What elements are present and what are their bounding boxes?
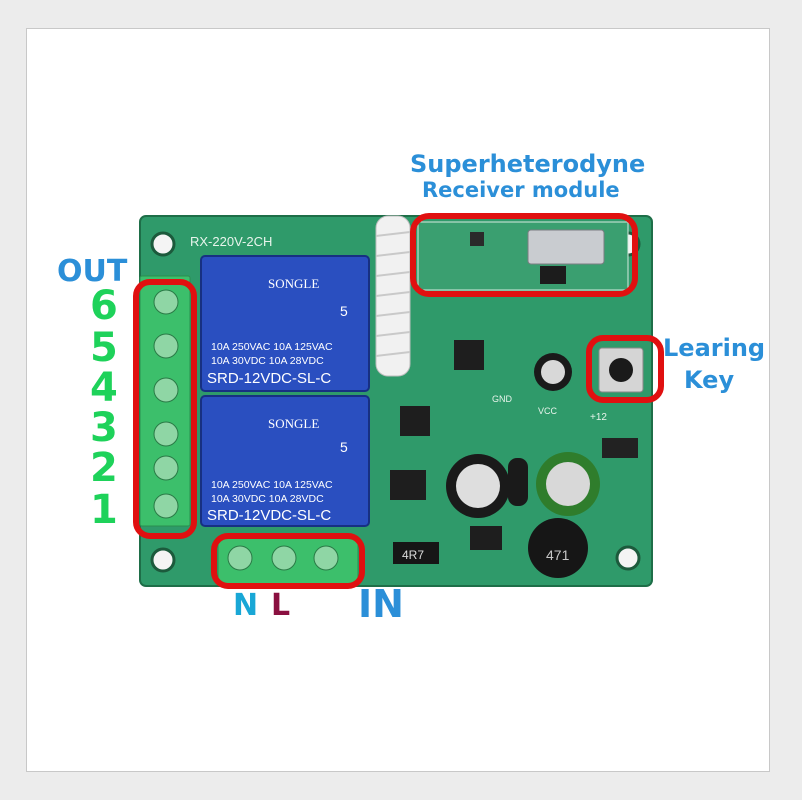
relay-2-brand: SONGLE bbox=[268, 416, 319, 431]
mounting-hole bbox=[150, 231, 176, 257]
ic-chip bbox=[390, 470, 426, 500]
input-l-label: L bbox=[271, 588, 291, 623]
capacitor-top bbox=[546, 462, 590, 506]
relay-2: SONGLE 5 10A 250VAC 10A 125VAC 10A 30VDC… bbox=[200, 395, 370, 527]
highlight-learn-key bbox=[586, 335, 664, 403]
highlight-outputs bbox=[133, 279, 197, 539]
smd-component bbox=[470, 232, 484, 246]
terminal-n bbox=[227, 545, 253, 571]
learn-button[interactable] bbox=[609, 358, 633, 382]
smd-chip bbox=[540, 266, 566, 284]
relay-1-rating2: 10A 30VDC 10A 28VDC bbox=[211, 355, 324, 367]
relay-2-num: 5 bbox=[340, 439, 348, 455]
input-label: IN bbox=[358, 582, 404, 626]
pin-label: 2 bbox=[90, 445, 118, 491]
output-terminals bbox=[153, 289, 179, 519]
mounting-hole bbox=[615, 545, 641, 571]
out-label: OUT bbox=[57, 254, 128, 289]
capacitor-top bbox=[456, 464, 500, 508]
resistor bbox=[393, 542, 439, 564]
silkscreen-model: RX-220V-2CH bbox=[190, 234, 272, 249]
vcc-label: VCC bbox=[538, 406, 558, 416]
ic-chip bbox=[470, 526, 502, 550]
inductor bbox=[528, 518, 588, 578]
learning-key-label-line1: Learing bbox=[663, 334, 766, 362]
relay-1-model: SRD-12VDC-SL-C bbox=[207, 370, 331, 387]
terminal-l bbox=[271, 545, 297, 571]
highlight-receiver-module bbox=[410, 213, 638, 297]
relay-1-brand: SONGLE bbox=[268, 276, 319, 291]
module-title-line2: Receiver module bbox=[422, 178, 620, 202]
capacitor-small bbox=[508, 458, 528, 506]
relay-2-rating2: 10A 30VDC 10A 28VDC bbox=[211, 493, 324, 505]
smd-diode bbox=[602, 438, 638, 458]
relay-1-num: 5 bbox=[340, 303, 348, 319]
ic-chip bbox=[400, 406, 430, 436]
pin-label: 3 bbox=[90, 405, 118, 451]
relay-2-rating1: 10A 250VAC 10A 125VAC bbox=[211, 479, 333, 491]
inductor-label: 471 bbox=[546, 547, 570, 563]
crystal-oscillator bbox=[527, 229, 605, 265]
terminal-3 bbox=[313, 545, 339, 571]
input-n-label: N bbox=[233, 588, 259, 623]
pin-label: 1 bbox=[90, 487, 118, 533]
capacitor-top bbox=[541, 360, 565, 384]
antenna-coil bbox=[375, 215, 411, 377]
pin-label: 4 bbox=[90, 365, 118, 411]
ic-chip bbox=[454, 340, 484, 370]
pin-label: 5 bbox=[90, 325, 118, 371]
pin-label: 6 bbox=[90, 283, 118, 329]
learning-key-label-line2: Key bbox=[684, 366, 735, 394]
relay-1-rating1: 10A 250VAC 10A 125VAC bbox=[211, 341, 333, 353]
relay-1: SONGLE 5 10A 250VAC 10A 125VAC 10A 30VDC… bbox=[200, 255, 370, 392]
resistor-label: 4R7 bbox=[402, 548, 424, 562]
gnd-label: GND bbox=[492, 394, 513, 404]
mounting-hole bbox=[150, 547, 176, 573]
plus12-label: +12 bbox=[590, 412, 607, 423]
highlight-inputs bbox=[211, 533, 365, 589]
module-title-line1: Superheterodyne bbox=[410, 150, 646, 178]
relay-2-model: SRD-12VDC-SL-C bbox=[207, 507, 331, 524]
